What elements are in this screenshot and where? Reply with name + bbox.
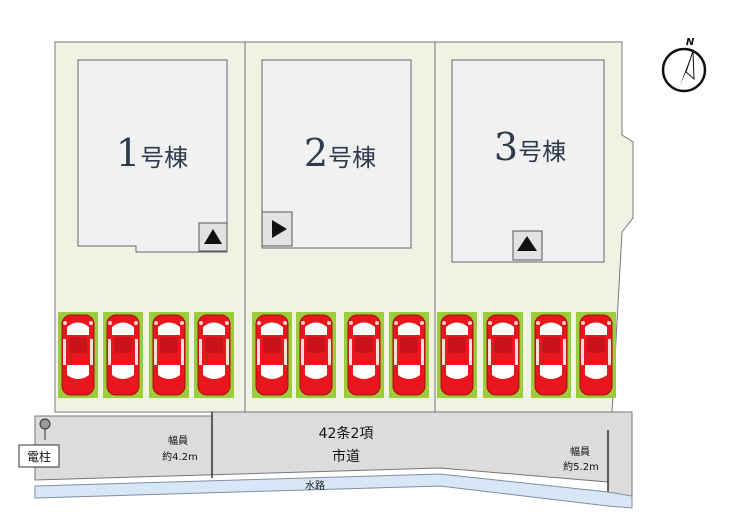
house-number-1: 1	[116, 131, 140, 175]
width-right-value: 約5.2m	[563, 460, 599, 473]
parking-car	[343, 311, 385, 399]
parking-car	[436, 311, 478, 399]
parking-car	[57, 311, 99, 399]
road-type-label: 42条2項	[319, 425, 374, 442]
house-label-1: 1号棟	[116, 131, 188, 175]
waterway-label: 水路	[305, 479, 325, 492]
right-arrow-icon	[272, 220, 287, 238]
parking-car	[295, 311, 337, 399]
house-number-2: 2	[304, 131, 328, 175]
compass-label: N	[686, 37, 695, 48]
up-arrow-icon	[204, 229, 222, 244]
road-name-label: 市道	[332, 448, 360, 465]
house-label-2: 2号棟	[304, 131, 376, 175]
house-label-3: 3号棟	[494, 125, 566, 169]
parking-car	[388, 311, 430, 399]
building-3	[451, 59, 605, 263]
width-left-value: 約4.2m	[162, 450, 198, 463]
entrance-marker-2	[261, 211, 293, 247]
width-left-title: 幅員	[168, 434, 188, 447]
entrance-marker-1	[198, 222, 228, 252]
north-compass-icon: N	[661, 37, 707, 93]
parking-car	[102, 311, 144, 399]
parking-car	[148, 311, 190, 399]
parking-car	[575, 311, 617, 399]
parking-car	[193, 311, 235, 399]
parking-car	[482, 311, 524, 399]
house-suffix-2: 号棟	[328, 144, 376, 172]
width-right-title: 幅員	[570, 445, 590, 458]
building-1	[77, 59, 228, 253]
waterway	[34, 473, 633, 509]
parking-car	[530, 311, 572, 399]
entrance-marker-3	[512, 230, 543, 261]
utility-pole: 電柱	[18, 418, 60, 468]
utility-pole-label-box	[18, 444, 60, 468]
house-number-3: 3	[494, 125, 518, 169]
utility-pole-label: 電柱	[27, 449, 51, 464]
up-arrow-icon	[517, 236, 537, 251]
house-suffix-1: 号棟	[140, 144, 188, 172]
house-suffix-3: 号棟	[518, 138, 566, 166]
parking-car	[251, 311, 293, 399]
utility-pole-icon	[39, 418, 51, 430]
